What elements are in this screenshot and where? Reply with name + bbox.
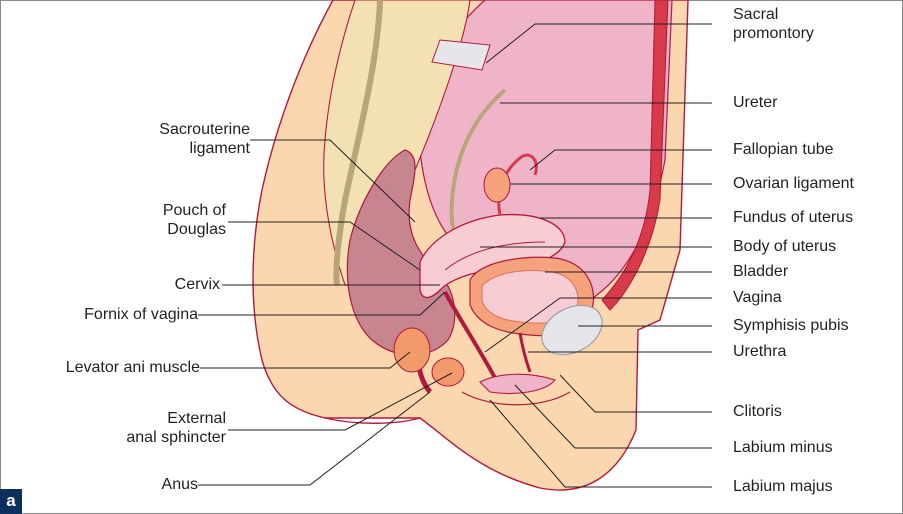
label-line: anal sphincter [40, 428, 226, 447]
label-urethra: Urethra [733, 342, 786, 361]
label-cervix: Cervix [60, 275, 220, 294]
panel-tag: a [0, 489, 22, 514]
label-external-anal-sphincter: External anal sphincter [40, 409, 226, 447]
label-ureter: Ureter [733, 93, 777, 112]
label-labium-majus: Labium majus [733, 477, 833, 496]
label-sacral-promontory: Sacral promontory [733, 5, 814, 43]
label-line: ligament [60, 139, 250, 158]
label-anus: Anus [60, 475, 198, 494]
label-line: Sacrouterine [60, 120, 250, 139]
label-line: Pouch of [60, 201, 226, 220]
label-symphisis-pubis: Symphisis pubis [733, 316, 849, 335]
label-fundus-of-uterus: Fundus of uterus [733, 208, 853, 227]
label-fornix-of-vagina: Fornix of vagina [20, 305, 198, 324]
label-fallopian-tube: Fallopian tube [733, 140, 834, 159]
label-line: Douglas [60, 220, 226, 239]
label-sacrouterine-ligament: Sacrouterine ligament [60, 120, 250, 158]
gluteal-fold [325, 418, 420, 423]
label-line: Sacral [733, 5, 814, 24]
sphincter-muscle [394, 328, 430, 372]
label-labium-minus: Labium minus [733, 438, 833, 457]
ovary [484, 168, 510, 202]
label-bladder: Bladder [733, 262, 788, 281]
label-clitoris: Clitoris [733, 402, 782, 421]
label-pouch-of-douglas: Pouch of Douglas [60, 201, 226, 239]
label-ovarian-ligament: Ovarian ligament [733, 174, 854, 193]
label-line: promontory [733, 24, 814, 43]
label-levator-ani-muscle: Levator ani muscle [5, 358, 200, 377]
label-line: External [40, 409, 226, 428]
label-vagina: Vagina [733, 288, 782, 307]
external-sphincter [432, 358, 464, 386]
label-body-of-uterus: Body of uterus [733, 237, 836, 256]
